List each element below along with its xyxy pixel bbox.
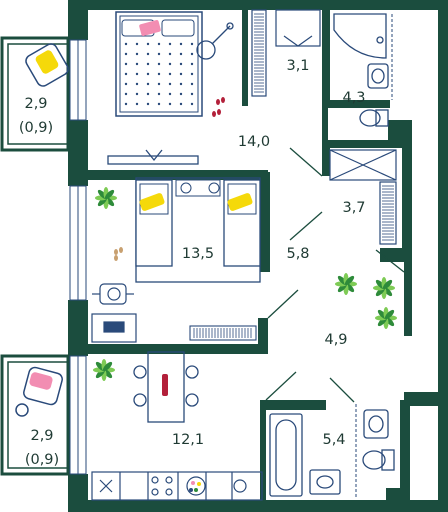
balcony-top — [0, 36, 88, 152]
area-labels: 2,9 (0,9) 3,1 4,3 14,0 3,7 13,5 5,8 4,9 … — [19, 58, 366, 468]
bathtub-icon — [269, 413, 303, 497]
walls — [68, 0, 448, 512]
office-chair-icon — [92, 283, 134, 305]
sink-bottom-icon — [309, 469, 341, 495]
vase-icon — [162, 374, 168, 396]
area-balcony-top: 2,9 — [24, 96, 47, 112]
area-storage: 3,7 — [342, 200, 365, 216]
side-table-icon — [15, 403, 29, 417]
shower-tray-icon — [333, 13, 387, 59]
sub-area-balcony-top: (0,9) — [19, 120, 53, 136]
armchair-top-icon — [25, 43, 69, 87]
single-bed-left-icon — [135, 179, 173, 267]
shelf-icon — [189, 325, 257, 341]
tv-stand-icon — [107, 149, 199, 165]
fruit-bowl-icon — [186, 476, 206, 496]
area-hall: 4,9 — [324, 332, 347, 348]
windows — [69, 39, 87, 475]
area-kitchen: 12,1 — [172, 432, 204, 448]
toilet-top-icon — [359, 109, 389, 127]
single-bed-right-icon — [223, 179, 261, 267]
dining-table-icon — [133, 351, 199, 423]
floor-lamp-icon — [196, 22, 234, 60]
slippers-icon — [212, 97, 225, 117]
toilet-bottom-icon — [362, 449, 395, 471]
washbasin-bottom-icon — [363, 409, 389, 439]
area-children-room: 13,5 — [182, 246, 214, 262]
area-balcony-bottom: 2,9 — [30, 428, 53, 444]
area-bedroom: 14,0 — [238, 134, 270, 150]
armchair-bottom-icon — [23, 366, 63, 406]
toy-icon — [114, 247, 123, 261]
storage-shelf-icon — [329, 149, 397, 245]
plant-icons — [93, 187, 397, 381]
door-swings — [265, 147, 405, 403]
area-wardrobe: 3,1 — [286, 58, 309, 74]
area-corridor: 5,8 — [286, 246, 309, 262]
wardrobe-rack-icon — [251, 9, 267, 97]
washbasin-top-icon — [367, 63, 389, 89]
kitchen-counter-icon — [91, 471, 263, 501]
sink-cabinet-icon — [275, 9, 321, 47]
desk-icon — [91, 313, 137, 343]
area-bathroom-top: 4,3 — [342, 90, 365, 106]
double-bed-icon — [115, 11, 203, 117]
nightstand-icon — [175, 179, 221, 197]
balcony-bottom — [0, 354, 70, 476]
area-bathroom-bottom: 5,4 — [322, 432, 345, 448]
sub-area-balcony-bottom: (0,9) — [25, 452, 59, 468]
